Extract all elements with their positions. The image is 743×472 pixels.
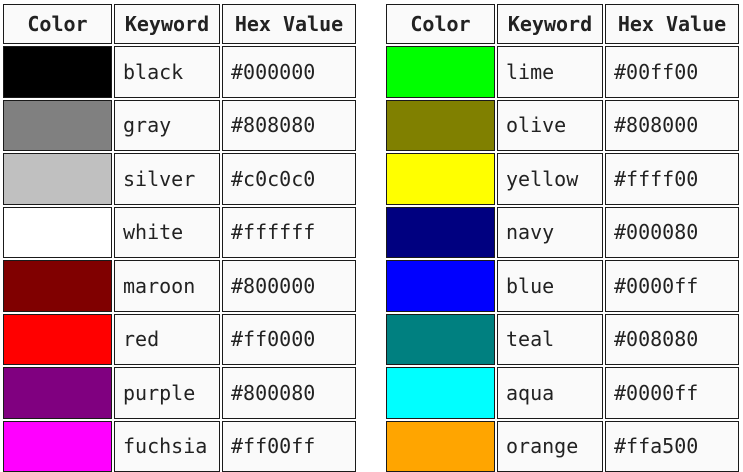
hex-cell: #000080 [605,206,739,258]
table-header-row: Color Keyword Hex Value [386,4,739,44]
hex-column-header: Hex Value [605,4,739,44]
swatch-cell [3,46,112,98]
swatch-cell [386,206,495,258]
hex-cell: #808000 [605,99,739,151]
swatch-cell [3,367,112,419]
color-swatch [387,154,494,204]
table-row: lime #00ff00 [386,46,739,98]
table-row: teal #008080 [386,313,739,365]
hex-cell: #0000ff [605,367,739,419]
color-swatch [4,261,111,311]
hex-cell: #c0c0c0 [222,153,356,205]
keyword-column-header: Keyword [497,4,603,44]
keyword-cell: navy [497,206,603,258]
swatch-cell [386,99,495,151]
color-column-header: Color [3,4,112,44]
swatch-cell [386,260,495,312]
color-swatch [4,421,111,471]
color-swatch [4,47,111,97]
swatch-cell [3,420,112,472]
table-row: silver #c0c0c0 [3,153,356,205]
hex-cell: #808080 [222,99,356,151]
keyword-cell: silver [114,153,220,205]
hex-cell: #0000ff [605,260,739,312]
color-swatch [387,47,494,97]
color-table-left: Color Keyword Hex Value black #000000 gr… [1,2,358,472]
hex-cell: #800080 [222,367,356,419]
color-swatch [4,314,111,364]
color-swatch [387,314,494,364]
table-row: yellow #ffff00 [386,153,739,205]
color-column-header: Color [386,4,495,44]
swatch-cell [386,46,495,98]
table-row: olive #808000 [386,99,739,151]
hex-cell: #000000 [222,46,356,98]
hex-cell: #ff0000 [222,313,356,365]
keyword-cell: fuchsia [114,420,220,472]
table-row: blue #0000ff [386,260,739,312]
color-swatch [387,421,494,471]
hex-cell: #00ff00 [605,46,739,98]
table-row: orange #ffa500 [386,420,739,472]
keyword-cell: black [114,46,220,98]
swatch-cell [3,99,112,151]
color-swatch [4,154,111,204]
table-row: gray #808080 [3,99,356,151]
keyword-cell: white [114,206,220,258]
table-row: navy #000080 [386,206,739,258]
keyword-cell: teal [497,313,603,365]
keyword-cell: olive [497,99,603,151]
color-swatch [4,100,111,150]
table-row: white #ffffff [3,206,356,258]
swatch-cell [3,260,112,312]
keyword-cell: red [114,313,220,365]
table-row: purple #800080 [3,367,356,419]
keyword-cell: lime [497,46,603,98]
keyword-cell: blue [497,260,603,312]
hex-column-header: Hex Value [222,4,356,44]
color-swatch [4,207,111,257]
table-header-row: Color Keyword Hex Value [3,4,356,44]
table-row: fuchsia #ff00ff [3,420,356,472]
table-row: aqua #0000ff [386,367,739,419]
keyword-cell: orange [497,420,603,472]
color-swatch [387,261,494,311]
keyword-cell: yellow [497,153,603,205]
keyword-cell: gray [114,99,220,151]
color-swatch [4,368,111,418]
swatch-cell [3,313,112,365]
color-swatch [387,100,494,150]
table-row: black #000000 [3,46,356,98]
keyword-cell: purple [114,367,220,419]
hex-cell: #008080 [605,313,739,365]
hex-cell: #ffff00 [605,153,739,205]
color-swatch [387,207,494,257]
hex-cell: #800000 [222,260,356,312]
color-table-right: Color Keyword Hex Value lime #00ff00 oli… [384,2,741,472]
color-swatch [387,368,494,418]
swatch-cell [386,153,495,205]
keyword-cell: aqua [497,367,603,419]
swatch-cell [386,367,495,419]
table-row: maroon #800000 [3,260,356,312]
swatch-cell [3,153,112,205]
hex-cell: #ff00ff [222,420,356,472]
swatch-cell [386,420,495,472]
swatch-cell [3,206,112,258]
table-row: red #ff0000 [3,313,356,365]
keyword-cell: maroon [114,260,220,312]
hex-cell: #ffffff [222,206,356,258]
hex-cell: #ffa500 [605,420,739,472]
keyword-column-header: Keyword [114,4,220,44]
swatch-cell [386,313,495,365]
